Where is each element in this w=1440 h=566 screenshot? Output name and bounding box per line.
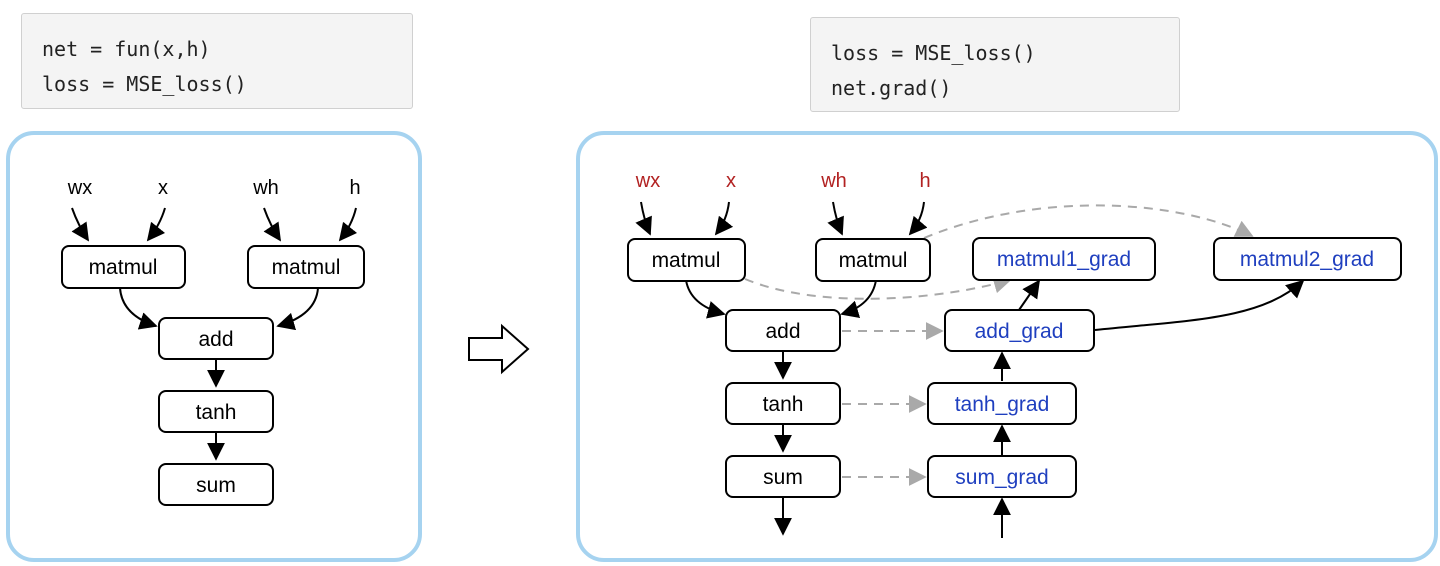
edge-matmul2-add — [276, 287, 319, 331]
edge-x-matmul1 — [714, 201, 734, 236]
edge-wx-matmul1 — [71, 207, 89, 242]
code-line-1: net = fun(x,h) — [42, 37, 211, 61]
edge-addgrad-matmul2grad — [1094, 279, 1305, 331]
node-label: tanh — [196, 401, 237, 424]
code-line-1: loss = MSE_loss() — [831, 41, 1036, 65]
node-label: matmul — [89, 256, 158, 279]
node-matmul1: matmul — [61, 245, 186, 289]
input-label: x — [726, 170, 736, 192]
edge-wx-matmul1 — [635, 201, 652, 236]
code-line-2: net.grad() — [831, 76, 952, 100]
node-label: add — [198, 328, 233, 351]
backward-links — [744, 204, 1254, 486]
node-add: add — [158, 317, 274, 360]
input-label: x — [158, 177, 168, 199]
node-label: matmul — [272, 256, 341, 279]
edge-addgrad-matmul1grad — [1018, 279, 1041, 311]
node-sum: sum — [158, 463, 274, 506]
node-add-grad: add_grad — [944, 309, 1095, 352]
node-label: add — [765, 320, 800, 343]
edge-wh-matmul2 — [827, 201, 844, 236]
node-matmul2-grad: matmul2_grad — [1213, 237, 1402, 281]
node-tanh: tanh — [725, 382, 841, 425]
forward-inputs: wx x wh h — [67, 177, 361, 199]
edge-matmul2-matmul2grad — [923, 204, 1254, 239]
backward-graph-edges — [635, 201, 1305, 538]
code-line-2: loss = MSE_loss() — [42, 72, 247, 96]
node-label: matmul2_grad — [1240, 248, 1374, 271]
edge-x-matmul1 — [146, 207, 166, 242]
input-label: h — [919, 170, 930, 192]
node-matmul1-grad: matmul1_grad — [972, 237, 1156, 281]
input-label: wx — [67, 177, 92, 199]
node-sum: sum — [725, 455, 841, 498]
node-add: add — [725, 309, 841, 352]
node-label: add_grad — [975, 320, 1064, 343]
node-matmul2: matmul — [815, 238, 931, 282]
input-label: h — [349, 177, 360, 199]
node-label: matmul — [839, 249, 908, 272]
node-sum-grad: sum_grad — [927, 455, 1077, 498]
node-label: tanh_grad — [955, 393, 1050, 416]
edge-h-matmul2 — [908, 201, 928, 236]
backward-inputs: wx x wh h — [635, 170, 931, 192]
code-box-backward: loss = MSE_loss() net.grad() — [810, 17, 1180, 112]
node-matmul2: matmul — [247, 245, 365, 289]
node-label: matmul1_grad — [997, 248, 1131, 271]
node-label: matmul — [652, 249, 721, 272]
input-label: wh — [252, 177, 279, 199]
edge-matmul1-add — [685, 279, 726, 319]
code-box-forward: net = fun(x,h) loss = MSE_loss() — [21, 13, 413, 109]
edge-matmul1-matmul1grad — [744, 275, 1012, 300]
node-tanh: tanh — [158, 390, 274, 433]
edge-matmul1-add — [119, 287, 158, 330]
edge-wh-matmul2 — [263, 207, 281, 242]
node-label: tanh — [763, 393, 804, 416]
input-label: wx — [635, 170, 660, 192]
edge-h-matmul2 — [338, 207, 358, 242]
node-tanh-grad: tanh_grad — [927, 382, 1077, 425]
node-label: sum — [763, 466, 803, 489]
forward-graph — [71, 207, 358, 461]
transition-arrow-icon — [468, 323, 530, 375]
input-label: wh — [820, 170, 847, 192]
node-matmul1: matmul — [627, 238, 746, 282]
node-label: sum — [196, 474, 236, 497]
node-label: sum_grad — [955, 466, 1048, 489]
edge-matmul2-add — [840, 279, 877, 318]
